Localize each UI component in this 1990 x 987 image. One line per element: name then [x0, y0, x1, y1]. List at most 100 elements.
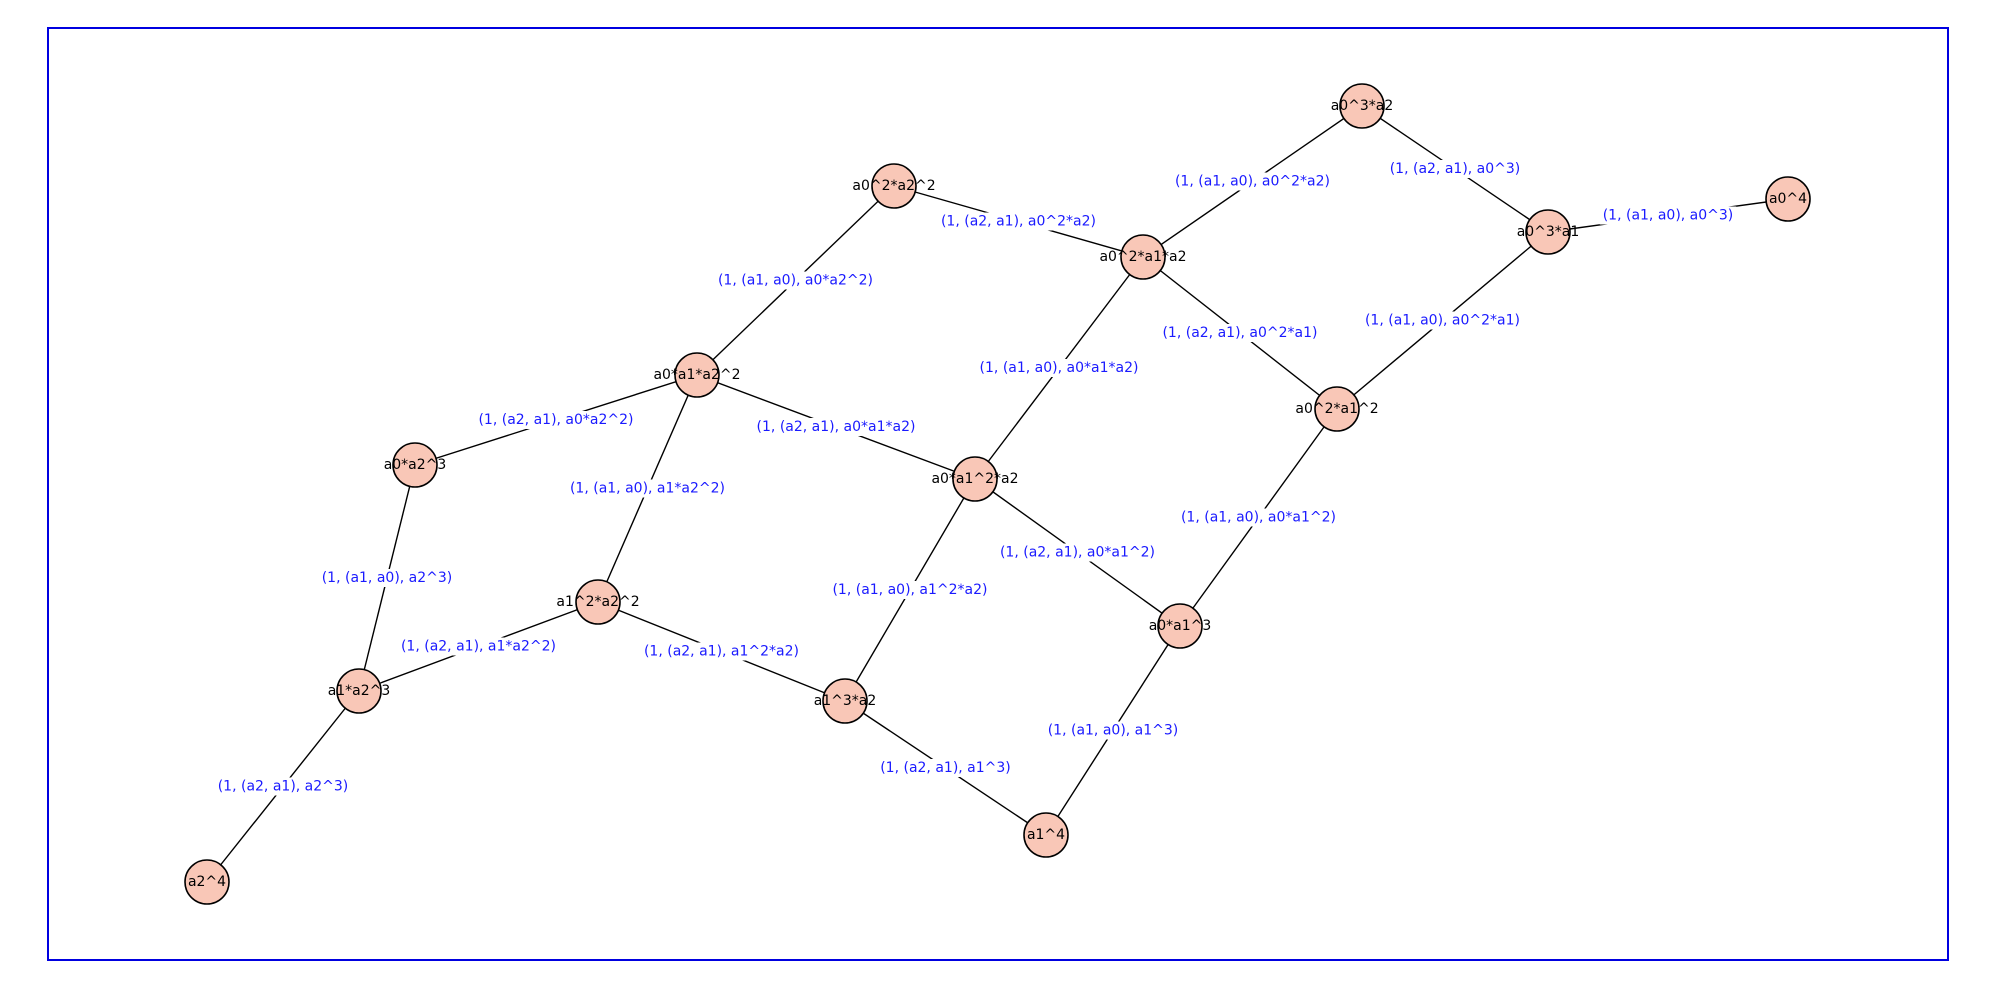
edge-label-background [1386, 160, 1524, 178]
edge-label-background [318, 569, 456, 587]
edge-label-background [1159, 324, 1321, 342]
edge-label: (1, (a1, a0), a0*a1^2) [1181, 510, 1336, 526]
edge-label: (1, (a2, a1), a0^3) [1390, 161, 1521, 177]
edge-label-background [475, 411, 637, 429]
graph-node: a2^4 [184, 859, 230, 905]
edge-label-background [976, 359, 1142, 377]
edge-label: (1, (a2, a1), a0^2*a1) [1162, 325, 1317, 341]
graph-node: a0^3*a1 [1517, 209, 1580, 255]
graph-node: a0*a2^3 [384, 442, 447, 488]
edge-label: (1, (a1, a0), a1^3) [1048, 723, 1179, 739]
edge-label-group: (1, (a2, a1), a0*a1*a2) [753, 418, 919, 436]
edge-label-background [829, 581, 991, 599]
node-circle [1525, 209, 1571, 255]
node-label: a0^4 [1769, 191, 1807, 207]
node-label: a0*a2^3 [384, 457, 447, 473]
edge-label-group: (1, (a2, a1), a0^3) [1386, 160, 1524, 178]
edge-label-group: (1, (a1, a0), a1^2*a2) [829, 581, 991, 599]
edge-label-group: (1, (a1, a0), a0*a1*a2) [976, 359, 1142, 377]
edge-label: (1, (a1, a0), a0*a2^2) [718, 273, 873, 289]
node-circle [184, 859, 230, 905]
graph-node: a1^4 [1023, 812, 1069, 858]
edge-label-background [640, 642, 803, 661]
node-label: a0^2*a2^2 [852, 178, 935, 194]
graph-node: a1^2*a2^2 [556, 579, 640, 625]
edge-label: (1, (a2, a1), a1*a2^2) [401, 639, 556, 655]
node-label: a0^2*a1^2 [1295, 401, 1378, 417]
edge-label: (1, (a1, a0), a1^2*a2) [832, 582, 987, 598]
node-label: a0^2*a1*a2 [1099, 249, 1186, 265]
plot-frame [47, 27, 1949, 961]
node-circle [1120, 234, 1166, 280]
node-label: a0^3*a2 [1331, 98, 1394, 114]
node-circle [575, 579, 621, 625]
node-circle [1157, 603, 1203, 649]
graph-node: a1^3*a2 [814, 678, 876, 724]
edge-label: (1, (a2, a1), a0*a2^2) [478, 412, 633, 428]
node-circle [1023, 812, 1069, 858]
edge-label: (1, (a2, a1), a1^3) [880, 760, 1011, 776]
edge-label-group: (1, (a1, a0), a0^3) [1599, 206, 1737, 225]
edge-label-group: (1, (a1, a0), a2^3) [318, 569, 456, 587]
edge-label-group: (1, (a1, a0), a1*a2^2) [566, 479, 729, 498]
node-label: a1^4 [1027, 827, 1065, 843]
edge-label-group: (1, (a2, a1), a0*a2^2) [475, 411, 637, 429]
edge-label-background [1361, 311, 1524, 330]
edge-label: (1, (a2, a1), a0*a1^2) [1000, 545, 1155, 561]
graph-node: a0^4 [1765, 176, 1811, 222]
edge-label: (1, (a1, a0), a0^2*a1) [1365, 313, 1520, 329]
edge-label-background [996, 543, 1159, 562]
edge-label: (1, (a1, a0), a0^3) [1603, 208, 1734, 224]
node-circle [871, 163, 917, 209]
edge-label: (1, (a1, a0), a0^2*a2) [1175, 174, 1330, 190]
edge-label-group: (1, (a2, a1), a0^2*a1) [1159, 324, 1321, 342]
node-circle [336, 668, 382, 714]
edge-label: (1, (a1, a0), a0*a1*a2) [980, 360, 1139, 376]
node-label: a2^4 [188, 874, 226, 890]
graph-node: a0^2*a1^2 [1295, 386, 1379, 432]
edge-label: (1, (a2, a1), a2^3) [218, 779, 349, 795]
edge-label-background [1171, 172, 1334, 191]
edge-label-background [1599, 206, 1737, 225]
edge-label-group: (1, (a2, a1), a0*a1^2) [996, 543, 1159, 562]
graph-node: a1*a2^3 [328, 668, 391, 714]
edge-label-background [1177, 508, 1340, 527]
edge-label-background [566, 479, 729, 498]
edge-label: (1, (a2, a1), a0*a1*a2) [757, 419, 916, 435]
graph-node: a0^3*a2 [1331, 83, 1394, 129]
graph-node: a0*a1^3 [1149, 603, 1212, 649]
graph-node: a0*a1^2*a2 [931, 456, 1019, 502]
node-circle [1339, 83, 1385, 129]
node-label: a1*a2^3 [328, 683, 391, 699]
nodes-layer: a0^3*a2 a0^4 a0^3*a1 a0^2*a2^2 a0^2*a1*a2 a0^… [184, 83, 1811, 905]
graph-node: a0^2*a2^2 [852, 163, 936, 209]
edge-label-group: (1, (a1, a0), a1^3) [1044, 721, 1182, 740]
node-circle [674, 352, 720, 398]
node-label: a1^2*a2^2 [556, 594, 639, 610]
edge-label-group: (1, (a1, a0), a0^2*a2) [1171, 172, 1334, 191]
edge-label: (1, (a1, a0), a1*a2^2) [570, 481, 725, 497]
edge-label-group: (1, (a2, a1), a1^3) [877, 759, 1014, 777]
node-label: a0*a1*a2^2 [653, 367, 740, 383]
edge-label-background [753, 418, 919, 436]
node-label: a0*a1^3 [1149, 618, 1212, 634]
node-circle [1314, 386, 1360, 432]
node-circle [822, 678, 868, 724]
edge-label: (1, (a2, a1), a1^2*a2) [644, 644, 799, 660]
graph-node: a0*a1*a2^2 [653, 352, 741, 398]
edge-label-group: (1, (a2, a1), a1*a2^2) [397, 637, 560, 656]
node-circle [1765, 176, 1811, 222]
node-label: a0*a1^2*a2 [931, 471, 1018, 487]
edge-label: (1, (a1, a0), a2^3) [322, 570, 453, 586]
node-circle [392, 442, 438, 488]
edge-label-background [214, 777, 352, 796]
edge-label-group: (1, (a2, a1), a0^2*a2) [937, 212, 1100, 231]
edge-label: (1, (a2, a1), a0^2*a2) [941, 214, 1096, 230]
node-label: a0^3*a1 [1517, 224, 1580, 240]
edge-label-background [714, 271, 877, 290]
edge-label-group: (1, (a1, a0), a0^2*a1) [1361, 311, 1524, 330]
edge-labels-layer: (1, (a1, a0), a0^2*a2) (1, (a2, a1), a0^3… [214, 160, 1737, 796]
edge-label-background [877, 759, 1014, 777]
edge-label-background [397, 637, 560, 656]
